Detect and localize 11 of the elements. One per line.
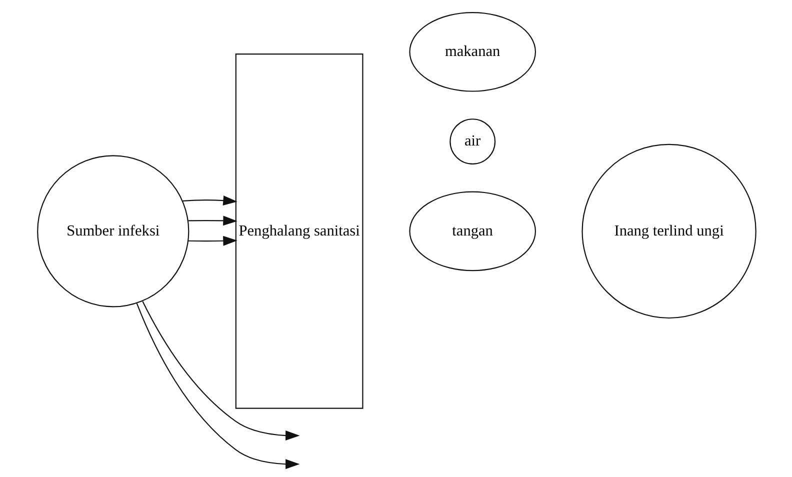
node-ellipse: makanan: [408, 12, 536, 92]
node-circle: Inang terlind ungi: [581, 144, 756, 319]
arrow: [182, 196, 237, 206]
arrow: [188, 236, 237, 246]
arrow: [188, 216, 237, 226]
node-circle: air: [449, 118, 496, 165]
node-ellipse: tangan: [408, 191, 536, 272]
arrow: [136, 303, 300, 469]
node-box: Penghalang sanitasi: [234, 54, 363, 409]
arrow: [142, 301, 300, 440]
node-circle: Sumber infeksi: [36, 155, 189, 308]
